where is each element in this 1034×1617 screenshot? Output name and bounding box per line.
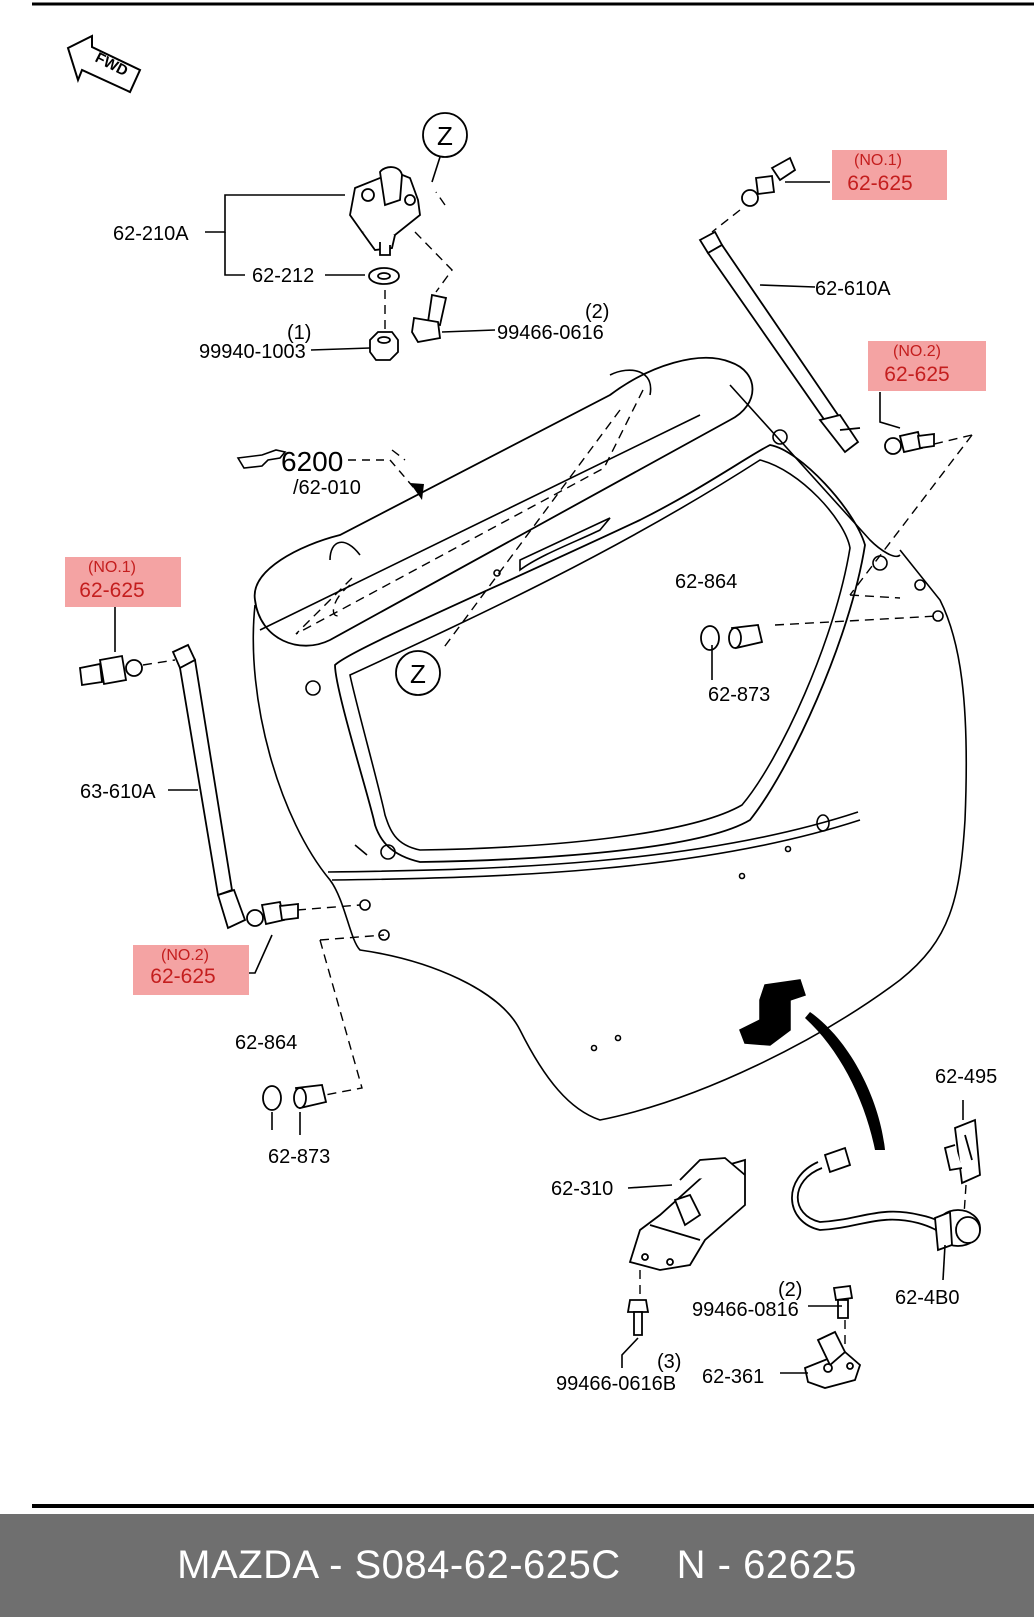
svg-text:(NO.1): (NO.1) [854,152,902,169]
label-striker: 62-361 [702,1366,764,1388]
dashed-leaders [142,191,973,1350]
fwd-arrow-icon: FWD [66,34,142,94]
label-cushion-lower-stopper: 62-873 [268,1146,330,1168]
cushion-upper [700,624,764,651]
hinge-bolt [411,293,448,343]
damper-left [171,643,247,930]
svg-text:62-625: 62-625 [79,579,144,602]
label-cushion-upper: 62-864 [675,571,737,593]
svg-text:(NO.2): (NO.2) [893,343,941,360]
footer-short-number: N - 62625 [676,1543,857,1587]
label-washer: 62-212 [252,265,314,287]
label-switch-clip: 62-495 [935,1066,997,1088]
label-cushion-upper-stopper: 62-873 [708,684,770,706]
hinge-assembly [349,166,421,256]
ball-stud-top-right [741,156,797,207]
lock-bolt [626,1299,650,1336]
main-part-sub: /62-010 [293,477,361,499]
hinge-nut [369,331,399,361]
hand-pointer-icon [236,449,287,469]
label-striker-bolt: 99466-0816 [692,1299,799,1321]
svg-text:(NO.2): (NO.2) [161,947,209,964]
label-cushion-lower: 62-864 [235,1032,297,1054]
highlight-no1-top-right: (NO.1) 62-625 [832,150,947,200]
lock-assembly [628,1157,746,1271]
svg-text:62-625: 62-625 [847,172,912,195]
detail-marker-z-top: Z [422,112,468,158]
main-part-number: 6200 [281,446,343,477]
damper-right [698,230,861,454]
label-nut-qty: (1) [287,322,311,344]
latch-bracket [739,979,885,1150]
ball-stud-right-lower [884,430,935,455]
svg-text:62-625: 62-625 [150,965,215,988]
label-lock-bolt-qty: (3) [657,1351,681,1373]
svg-text:Z: Z [437,121,453,151]
label-switch: 62-4B0 [895,1287,960,1309]
cushion-lower [262,1084,328,1111]
label-hinge-bolt-qty: (2) [585,301,609,323]
switch-harness [791,1146,959,1241]
part-number-footer: MAZDA - S084-62-625C N - 62625 [0,1514,1034,1617]
label-lock-bolt: 99466-0616B [556,1373,676,1395]
hinge-washer [368,267,400,285]
switch [934,1209,981,1252]
label-nut: 99940-1003 [199,341,306,363]
label-hinge-bolt: 99466-0616 [497,322,604,344]
solid-leaders [114,181,964,1374]
part-labels: 62-210A 62-212 (1) 99940-1003 (2) 99466-… [80,223,997,1395]
main-part-callout: 6200 /62-010 [236,446,424,500]
label-striker-bolt-qty: (2) [778,1279,802,1301]
label-lock: 62-310 [551,1178,613,1200]
striker-bolt [832,1284,854,1319]
striker [803,1330,862,1389]
ball-stud-left-upper [79,654,143,687]
detail-marker-z-panel: Z [395,650,441,696]
highlight-no1-left: (NO.1) 62-625 [65,557,181,607]
label-damper-left: 63-610A [80,781,156,803]
svg-text:62-625: 62-625 [884,363,949,386]
highlight-no2-left: (NO.2) 62-625 [133,945,249,995]
highlight-no2-right: (NO.2) 62-625 [868,341,986,391]
label-hinge: 62-210A [113,223,189,245]
footer-brand-part: MAZDA - S084-62-625C [177,1543,621,1587]
svg-text:(NO.1): (NO.1) [88,559,136,576]
liftgate-panel [252,356,968,1121]
switch-clip [943,1118,981,1185]
ball-stud-left-lower [246,900,299,927]
label-damper-right: 62-610A [815,278,891,300]
svg-text:Z: Z [410,659,426,689]
